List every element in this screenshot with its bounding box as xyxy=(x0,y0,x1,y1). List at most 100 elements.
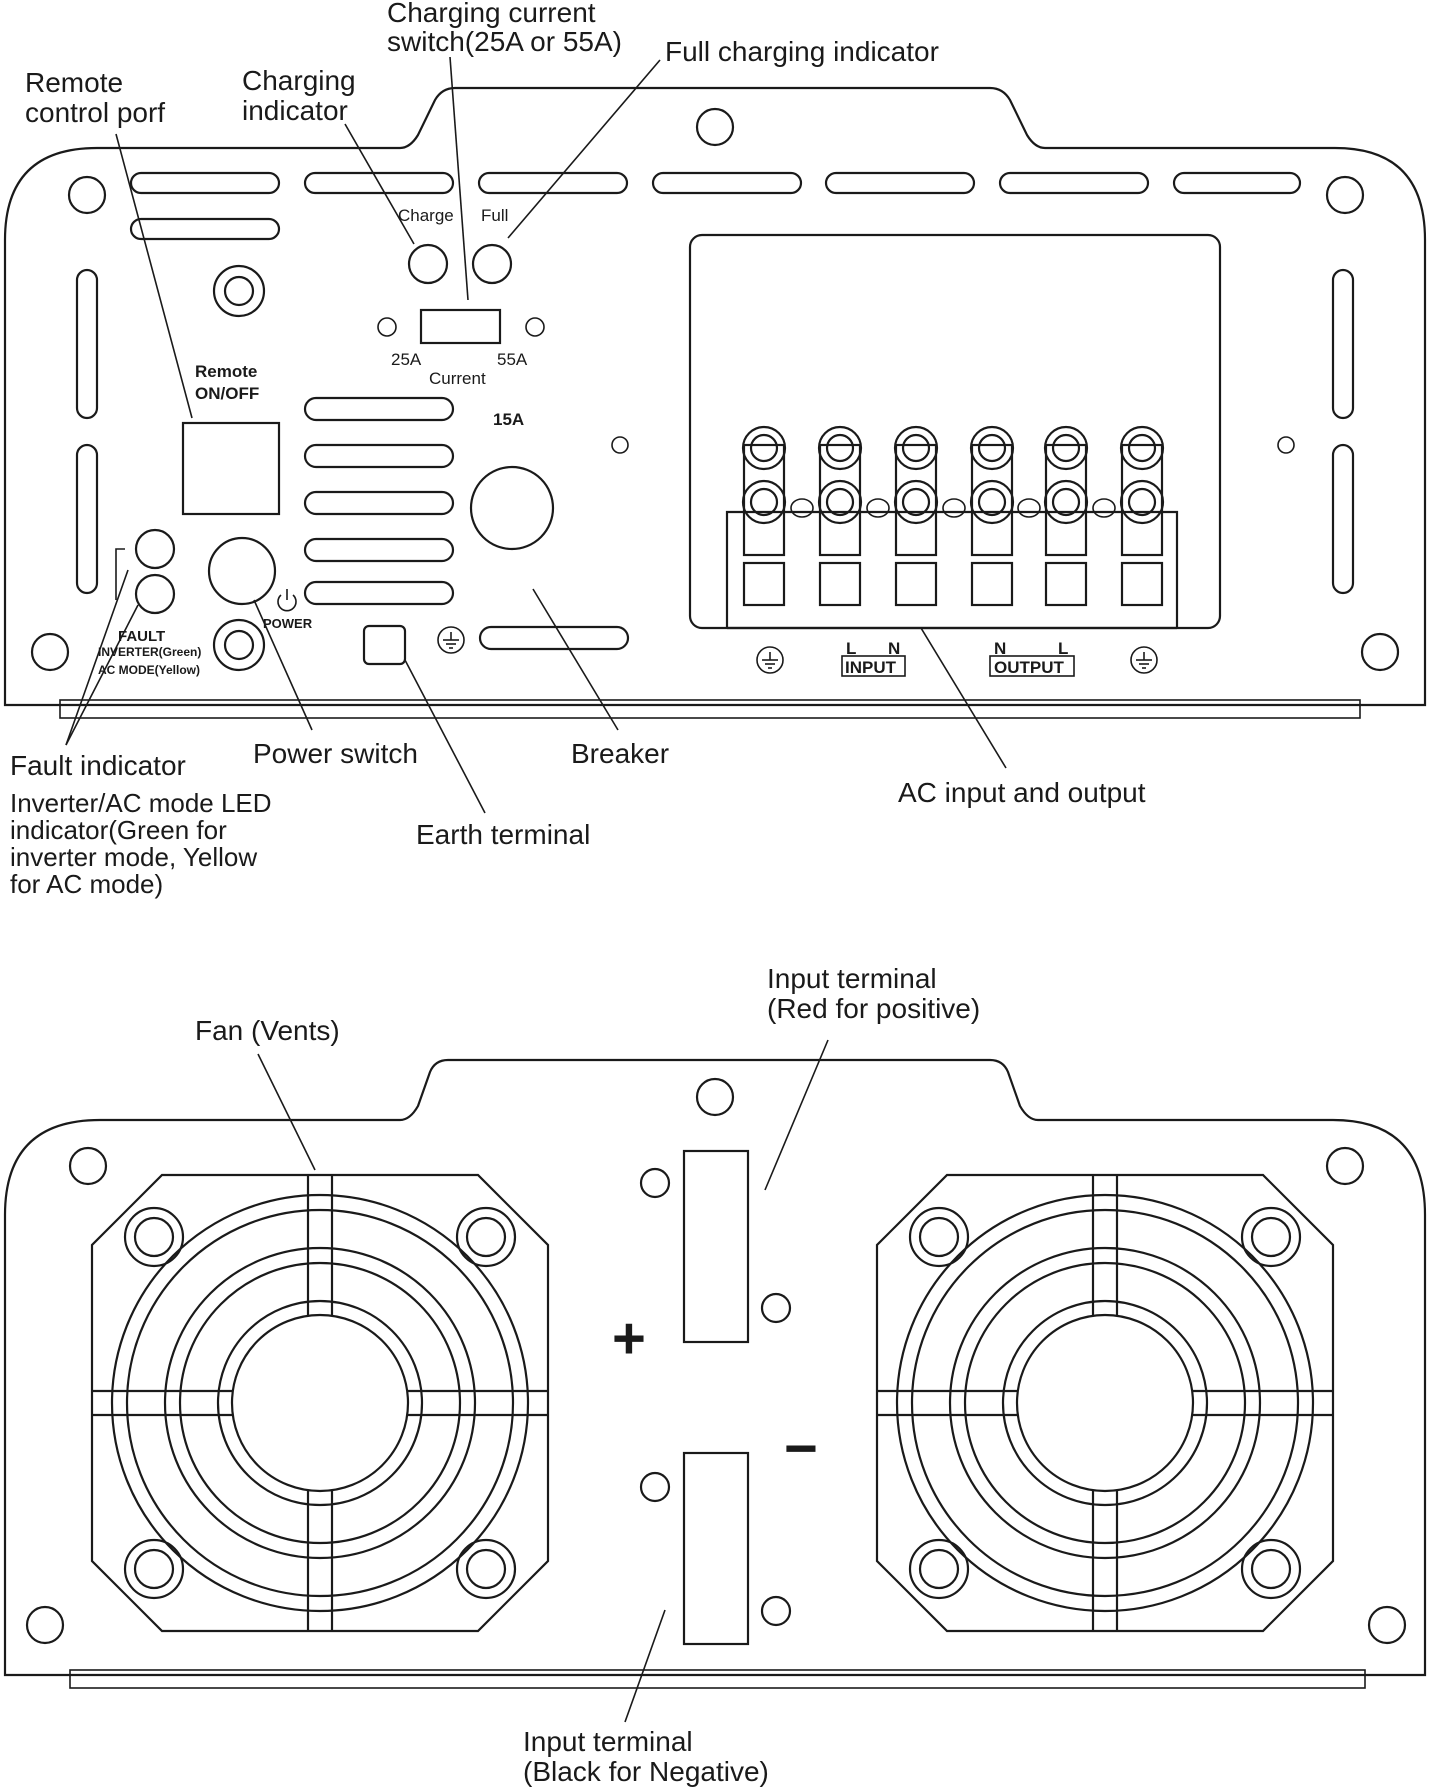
callout-inverter-led-line1: Inverter/AC mode LED xyxy=(10,788,272,818)
mount-hole xyxy=(67,175,107,215)
fan-ring xyxy=(1001,1299,1209,1507)
inverter-green-label: INVERTER(Green) xyxy=(98,645,201,659)
ground-icon xyxy=(756,646,784,674)
mount-hole xyxy=(1325,1146,1365,1186)
front-panel-outline xyxy=(3,1058,1427,1677)
callout-negative-line1: Input terminal xyxy=(523,1726,693,1757)
fan-screw-washer xyxy=(123,1538,185,1600)
callout-positive-line1: Input terminal xyxy=(767,963,937,994)
callout-charging-indicator-line1: Charging xyxy=(242,65,356,96)
vent-slot-vertical xyxy=(75,268,99,420)
fan-screw-hole xyxy=(133,1216,175,1258)
fan-screw-hole xyxy=(133,1548,175,1590)
input-terminal-negative[interactable] xyxy=(682,1451,750,1646)
callout-power-switch: Power switch xyxy=(253,738,418,769)
callout-negative-line2: (Black for Negative) xyxy=(523,1756,769,1787)
vent-slot xyxy=(477,171,629,195)
callout-line-earth xyxy=(404,659,486,814)
fan-ring xyxy=(963,1261,1247,1545)
terminal-post xyxy=(1043,425,1089,607)
terminal-post xyxy=(741,425,787,607)
bolt xyxy=(212,618,266,672)
output-label-box xyxy=(989,655,1075,677)
amp-25-label: 25A xyxy=(391,350,422,369)
vent-slot xyxy=(129,171,281,195)
callout-line-fault xyxy=(65,569,129,746)
terminal-post xyxy=(969,425,1015,607)
fan-ring xyxy=(110,1193,530,1613)
vent-slot-vertical xyxy=(1331,443,1355,595)
callout-line-current-switch xyxy=(449,56,469,301)
fan-screw-washer xyxy=(455,1538,517,1600)
fan-screw-washer xyxy=(1240,1538,1302,1600)
full-charging-led xyxy=(471,243,513,285)
vent-slot xyxy=(303,537,455,563)
callout-inverter-led-line4: for AC mode) xyxy=(10,869,163,899)
vent-slot xyxy=(1172,171,1302,195)
rear-panel-outline xyxy=(3,86,1427,707)
fan-left xyxy=(90,1173,550,1633)
earth-terminal[interactable] xyxy=(362,624,407,666)
ac-terminal-window xyxy=(688,233,1222,630)
inverter-ac-mode-led xyxy=(134,573,176,615)
input-label: INPUT xyxy=(845,658,897,677)
screw-hole xyxy=(760,1595,792,1627)
fan-screw-hole xyxy=(465,1548,507,1590)
mount-hole xyxy=(1367,1605,1407,1645)
remote-label-line1: Remote xyxy=(195,362,257,381)
vent-slot xyxy=(998,171,1150,195)
callout-line-negative xyxy=(624,1609,666,1723)
remote-control-port[interactable] xyxy=(181,421,281,516)
charge-label: Charge xyxy=(398,206,454,225)
input-terminal-positive[interactable] xyxy=(682,1149,750,1344)
fan-housing xyxy=(90,1173,550,1633)
callout-charging-current-switch-line2: switch(25A or 55A) xyxy=(387,26,622,57)
fan-screw-washer xyxy=(1240,1206,1302,1268)
callout-full-charging-indicator: Full charging indicator xyxy=(665,36,939,67)
callout-inverter-led-line3: inverter mode, Yellow xyxy=(10,842,257,872)
charging-current-switch[interactable] xyxy=(419,308,502,345)
fan-ring xyxy=(178,1261,462,1545)
breaker[interactable] xyxy=(469,465,555,551)
front-panel-base xyxy=(69,1669,1366,1689)
callout-earth-terminal: Earth terminal xyxy=(416,819,590,850)
vent-slot xyxy=(303,490,455,516)
terminal-post xyxy=(1119,425,1165,607)
bolt-inner xyxy=(223,275,255,307)
vent-slot xyxy=(651,171,803,195)
minus-sign: − xyxy=(784,1416,818,1481)
rear-panel: Charge Full 25A 55A Current 15A Remote O… xyxy=(3,0,1427,899)
vent-slot-vertical xyxy=(75,443,99,595)
fan-ring xyxy=(230,1313,410,1493)
fan-ring xyxy=(1015,1313,1195,1493)
power-switch[interactable] xyxy=(207,536,277,606)
mount-hole xyxy=(695,1077,735,1117)
fan-ring xyxy=(910,1208,1300,1598)
callout-line-ac xyxy=(920,627,1007,769)
screw-hole xyxy=(1277,436,1295,454)
mount-hole xyxy=(25,1605,65,1645)
ground-icon xyxy=(1130,646,1158,674)
callout-positive-line2: (Red for positive) xyxy=(767,993,980,1024)
remote-label-line2: ON/OFF xyxy=(195,384,259,403)
ground-icon xyxy=(437,626,465,654)
vent-slot xyxy=(824,171,976,195)
callout-remote-control-line1: Remote xyxy=(25,67,123,98)
callout-line-full-indicator xyxy=(507,59,661,239)
output-l-label: L xyxy=(1058,639,1068,658)
switch-indicator-25a xyxy=(377,317,397,337)
output-n-label: N xyxy=(994,639,1006,658)
fan-screw-hole xyxy=(1250,1548,1292,1590)
vent-slot xyxy=(478,625,630,651)
callout-line-positive xyxy=(764,1039,829,1191)
power-label: POWER xyxy=(263,616,313,631)
screw-hole xyxy=(760,1292,792,1324)
mount-hole xyxy=(1325,175,1365,215)
fan-screw-washer xyxy=(455,1206,517,1268)
fan-housing xyxy=(875,1173,1335,1633)
fan-screw-hole xyxy=(1250,1216,1292,1258)
callout-bracket-leds xyxy=(115,548,125,600)
input-n-label: N xyxy=(888,639,900,658)
input-l-label: L xyxy=(846,639,856,658)
